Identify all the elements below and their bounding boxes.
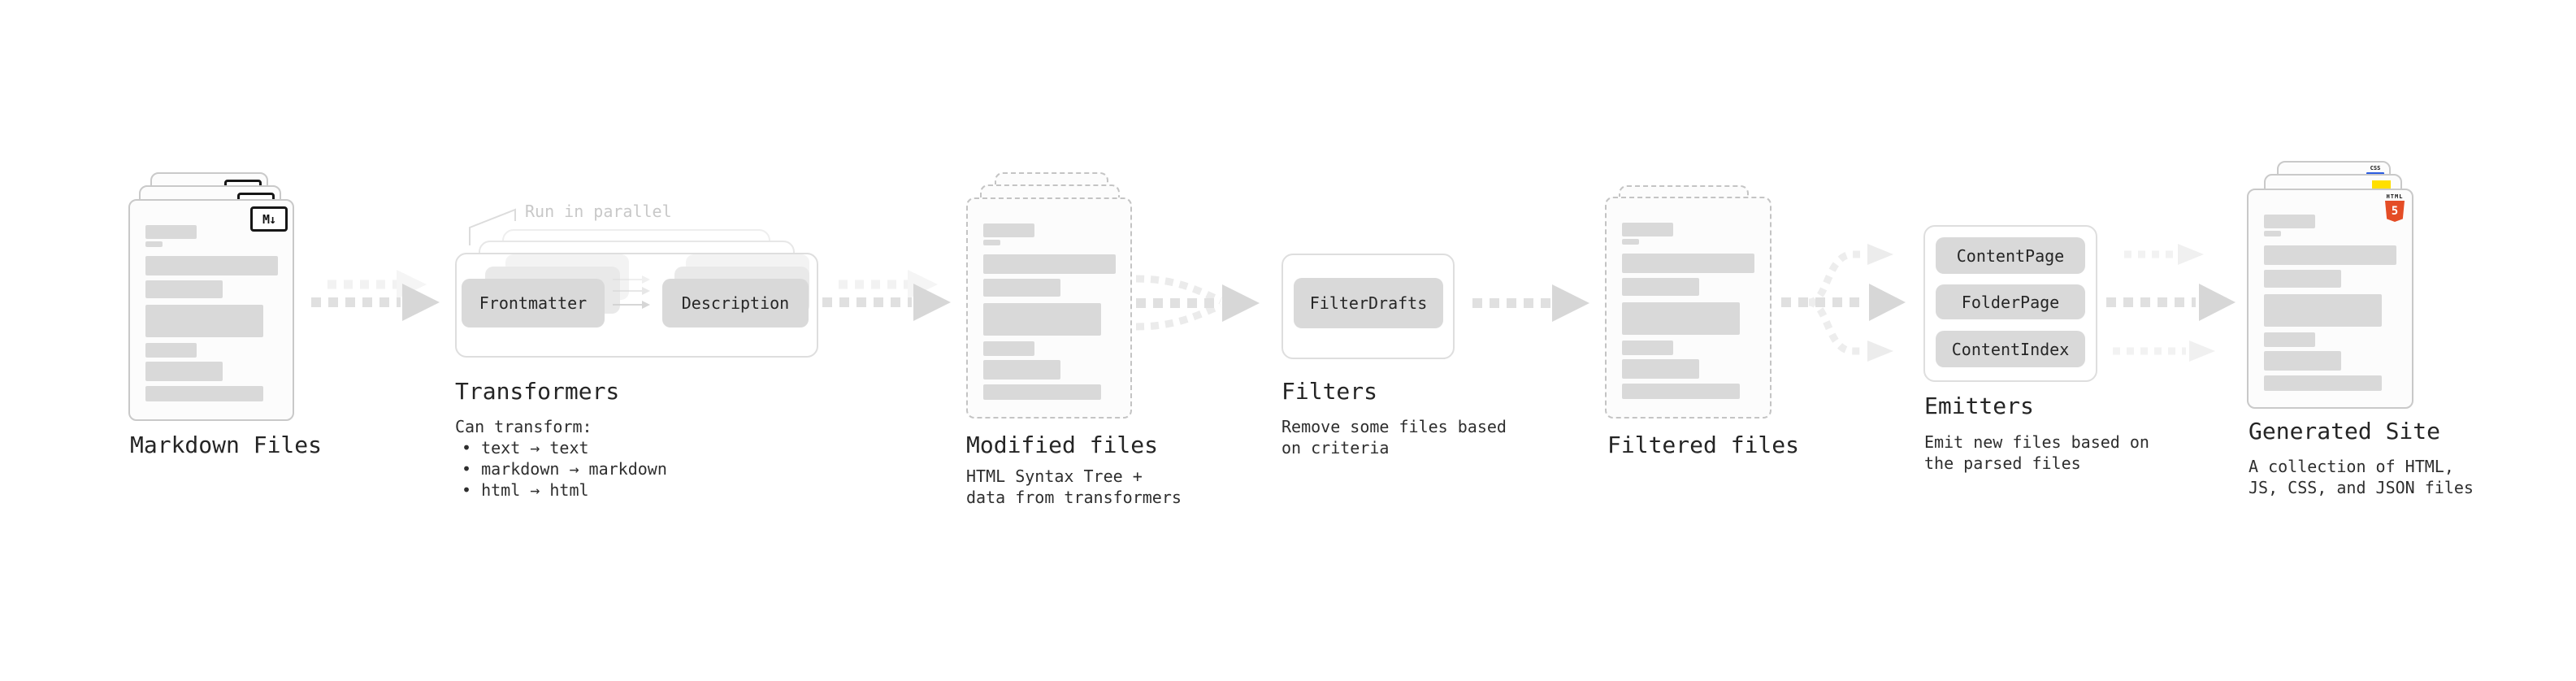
stage-title-filtered-files: Filtered files	[1607, 432, 1800, 458]
placeholder-text-bar	[145, 305, 263, 337]
stage-title-modified-files: Modified files	[966, 432, 1159, 458]
stage-title-transformers: Transformers	[455, 378, 620, 405]
filter-box-filterdrafts: FilterDrafts	[1294, 278, 1443, 328]
arrow-modified-to-filters-merge	[1135, 275, 1260, 331]
placeholder-text-bar	[1622, 254, 1754, 273]
placeholder-text-bar	[145, 386, 263, 401]
modified-files-description: HTML Syntax Tree + data from transformer…	[966, 466, 1182, 507]
site-doc-front: HTML 5	[2247, 189, 2413, 409]
placeholder-text-bar	[983, 341, 1034, 356]
placeholder-text-bar	[2264, 351, 2341, 371]
placeholder-text-bar	[2264, 332, 2315, 347]
placeholder-text-bar	[1622, 359, 1699, 379]
parallel-arrows-icon	[613, 275, 650, 309]
placeholder-text-bar	[145, 343, 197, 358]
placeholder-text-bar	[983, 279, 1060, 297]
placeholder-text-bar	[1622, 239, 1639, 245]
emitter-box-folderpage: FolderPage	[1936, 284, 2085, 319]
callout-line	[469, 208, 516, 245]
transformers-description: Can transform:	[455, 417, 592, 436]
emitter-box-contentindex: ContentIndex	[1936, 331, 2085, 367]
markdown-file-doc-front: M↓	[128, 199, 294, 421]
placeholder-text-bar	[983, 384, 1101, 400]
placeholder-text-bar	[145, 280, 223, 298]
placeholder-text-bar	[983, 360, 1060, 380]
placeholder-text-bar	[145, 256, 278, 275]
transformers-bullets: • text → text • markdown → markdown • ht…	[462, 438, 667, 500]
arrow-transformers-to-modified	[822, 270, 951, 321]
placeholder-text-bar	[2264, 294, 2382, 327]
html5-icon: HTML 5	[2384, 194, 2405, 222]
placeholder-text-bar	[1622, 223, 1673, 236]
placeholder-text-bar	[983, 223, 1034, 237]
emitters-description: Emit new files based on the parsed files	[1924, 432, 2149, 473]
placeholder-text-bar	[983, 303, 1101, 336]
placeholder-text-bar	[1622, 384, 1740, 399]
transformer-box-description: Description	[662, 279, 809, 327]
placeholder-text-bar	[1622, 278, 1699, 296]
stage-title-markdown-files: Markdown Files	[130, 432, 323, 458]
arrows-emitters-to-site	[2106, 244, 2236, 362]
placeholder-text-bar	[145, 225, 197, 239]
markdown-icon: M↓	[250, 206, 288, 232]
filters-description: Remove some files based on criteria	[1281, 417, 1507, 458]
arrow-markdown-to-transformers	[311, 270, 440, 321]
placeholder-text-bar	[1622, 340, 1673, 355]
placeholder-text-bar	[145, 362, 223, 381]
stage-title-generated-site: Generated Site	[2249, 418, 2441, 445]
placeholder-text-bar	[2264, 245, 2396, 265]
stage-title-filters: Filters	[1281, 378, 1378, 405]
emitter-box-contentpage: ContentPage	[1936, 237, 2085, 274]
transformer-box-frontmatter: Frontmatter	[462, 279, 605, 327]
placeholder-text-bar	[983, 240, 1000, 245]
placeholder-text-bar	[983, 254, 1116, 274]
js-icon	[2372, 180, 2391, 189]
arrow-filtered-to-emitters-split	[1781, 244, 1906, 362]
placeholder-text-bar	[145, 241, 163, 247]
placeholder-text-bar	[2264, 375, 2382, 391]
placeholder-text-bar	[2264, 270, 2341, 288]
placeholder-text-bar	[2264, 231, 2281, 236]
generated-site-description: A collection of HTML, JS, CSS, and JSON …	[2249, 457, 2474, 497]
placeholder-text-bar	[1622, 302, 1740, 335]
stage-title-emitters: Emitters	[1924, 393, 2034, 419]
placeholder-text-bar	[2264, 215, 2315, 228]
arrow-filters-to-filtered	[1472, 284, 1589, 322]
filtered-file-doc-front	[1605, 197, 1772, 419]
modified-file-doc-front	[966, 197, 1132, 419]
run-in-parallel-label: Run in parallel	[525, 202, 672, 221]
